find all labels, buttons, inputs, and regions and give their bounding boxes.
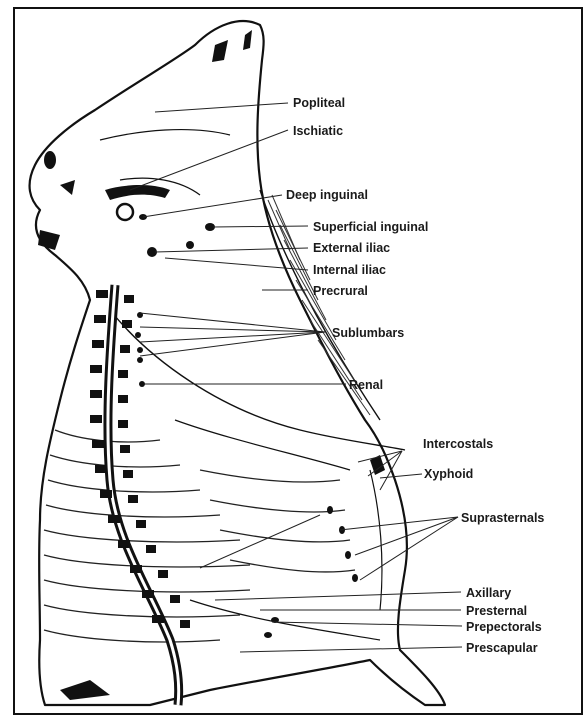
label-external-iliac: External iliac (313, 241, 390, 255)
carcass-outline (30, 21, 445, 705)
label-deep-inguinal: Deep inguinal (286, 188, 368, 202)
label-ischiatic: Ischiatic (293, 124, 343, 138)
label-sublumbars: Sublumbars (332, 326, 404, 340)
label-superficial-inguinal: Superficial inguinal (313, 220, 428, 234)
label-suprasternals: Suprasternals (461, 511, 544, 525)
labels: Popliteal Ischiatic Deep inguinal Superf… (286, 96, 544, 655)
label-xyphoid: Xyphoid (424, 467, 473, 481)
label-prepectorals: Prepectorals (466, 620, 542, 634)
label-presternal: Presternal (466, 604, 527, 618)
label-renal: Renal (349, 378, 383, 392)
lymph-node-marks (135, 214, 358, 638)
label-prescapular: Prescapular (466, 641, 538, 655)
leader-lines (130, 103, 462, 652)
label-popliteal: Popliteal (293, 96, 345, 110)
label-internal-iliac: Internal iliac (313, 263, 386, 277)
label-intercostals: Intercostals (423, 437, 493, 451)
label-axillary: Axillary (466, 586, 511, 600)
label-precrural: Precrural (313, 284, 368, 298)
